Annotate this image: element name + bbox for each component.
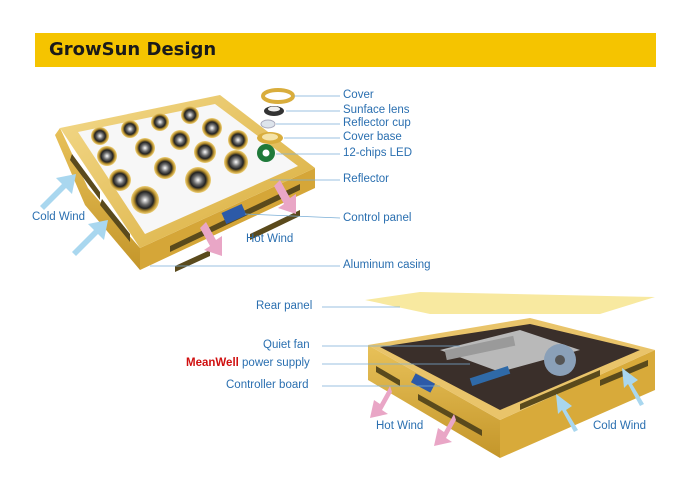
label-12-chips-led: 12-chips LED (343, 147, 413, 159)
top-hot-wind-arrows (200, 180, 296, 256)
bottom-hot-wind-arrows (370, 386, 456, 446)
bottom-leader-lines (322, 306, 470, 387)
top-cold-wind-arrows (40, 174, 108, 256)
label-sunface-lens: Sunface lens (343, 104, 410, 116)
label-cover-base: Cover base (343, 131, 402, 143)
label-bottom-hot-wind: Hot Wind (376, 420, 424, 432)
top-leader-lines (150, 95, 341, 267)
label-aluminum-casing: Aluminum casing (343, 259, 431, 271)
bottom-led-fixture (368, 318, 655, 458)
title-banner: GrowSun Design (35, 33, 656, 67)
label-bottom-cold-wind: Cold Wind (593, 420, 647, 432)
label-quiet-fan: Quiet fan (263, 339, 310, 351)
label-power-supply: MeanWell power supply (186, 357, 310, 369)
top-led-fixture (55, 95, 315, 272)
page-title: GrowSun Design (49, 39, 217, 60)
label-top-hot-wind: Hot Wind (246, 233, 294, 245)
label-top-cold-wind: Cold Wind (32, 211, 86, 223)
label-rear-panel: Rear panel (256, 300, 313, 312)
label-controller-board: Controller board (226, 379, 309, 391)
power-supply-text: power supply (242, 357, 310, 369)
meanwell-brand: MeanWell (186, 357, 239, 369)
label-reflector: Reflector (343, 173, 390, 185)
bottom-cold-wind-arrows (556, 368, 644, 432)
label-reflector-cup: Reflector cup (343, 117, 411, 129)
exploded-parts (257, 88, 295, 162)
label-cover: Cover (343, 89, 374, 101)
rear-panel-sheet (365, 292, 655, 314)
label-control-panel: Control panel (343, 212, 412, 224)
